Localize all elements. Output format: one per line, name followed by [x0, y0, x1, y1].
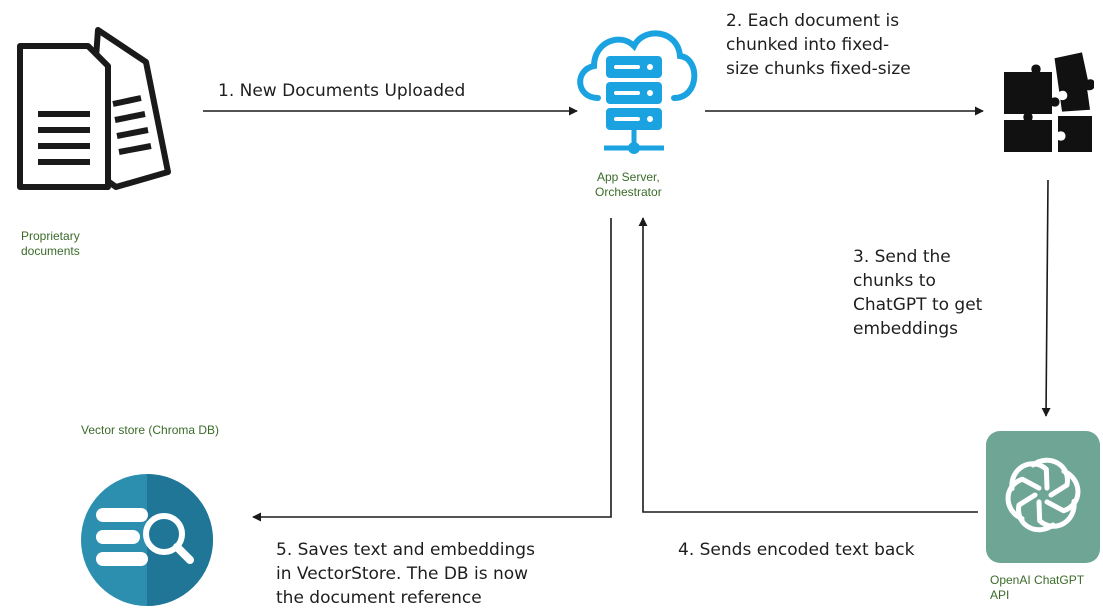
- arrow-encoded-back: [638, 217, 978, 513]
- arrow-save-vectors: [252, 218, 612, 522]
- openai-logo-icon: [1005, 457, 1081, 533]
- documents-node: [8, 22, 173, 197]
- vectorstore-label: Vector store (Chroma DB): [81, 423, 220, 437]
- step-5-label: 5. Saves text and embeddings in VectorSt…: [276, 540, 535, 608]
- chunks-node: [1002, 52, 1096, 154]
- arrow-embed-request: [1041, 179, 1051, 417]
- database-search-icon: [81, 474, 213, 606]
- server-label: App Server, Orchestrator: [595, 170, 662, 199]
- vectorstore-node: [80, 460, 214, 614]
- documents-label: Proprietary documents: [21, 229, 80, 258]
- step-2-label: 2. Each document is chunked into fixed- …: [726, 11, 911, 79]
- openai-node: [986, 431, 1100, 563]
- server-node: [570, 20, 700, 170]
- cloud-server-icon: [577, 30, 698, 154]
- step-3-label: 3. Send the chunks to ChatGPT to get emb…: [853, 247, 983, 339]
- step-1-label: 1. New Documents Uploaded: [218, 81, 466, 101]
- puzzle-pieces-icon: [1004, 52, 1096, 152]
- openai-label: OpenAI ChatGPT API: [990, 573, 1085, 602]
- documents-icon: [17, 27, 171, 190]
- step-4-label: 4. Sends encoded text back: [678, 540, 915, 560]
